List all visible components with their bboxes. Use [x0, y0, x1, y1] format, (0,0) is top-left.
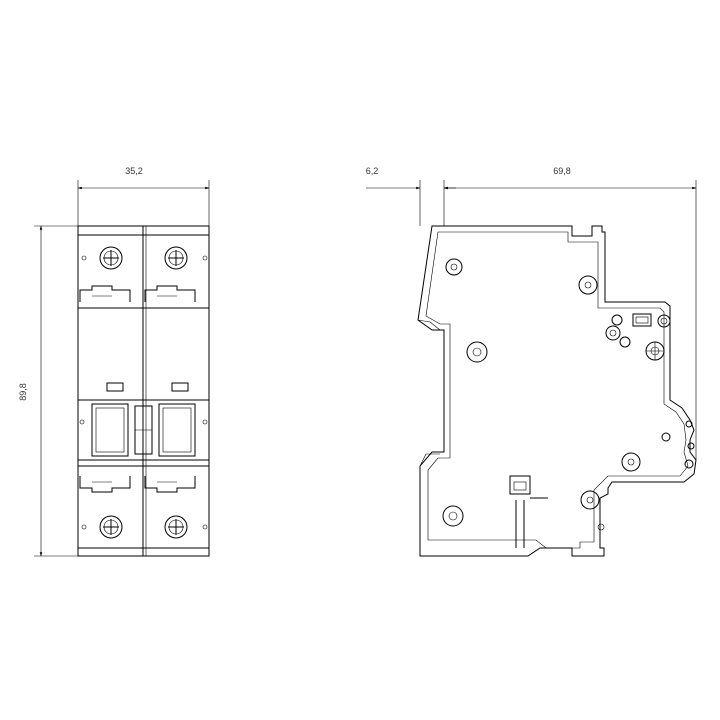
dimension-side-depth: 69,8: [443, 166, 697, 460]
top-screw-right: [164, 246, 188, 270]
top-clamp-left: [79, 285, 131, 302]
bottom-screw-right: [164, 515, 188, 539]
side-offset-label: 6,2: [366, 166, 379, 176]
bottom-clamp-left: [79, 476, 131, 493]
bottom-clamp-right: [144, 476, 196, 493]
indicator-right: [171, 382, 189, 392]
bottom-terminal-slot: [509, 475, 548, 548]
top-clamp-right: [144, 285, 196, 302]
test-button: [632, 313, 652, 327]
top-screw-left: [99, 246, 123, 270]
hole-bottom-left: [442, 505, 464, 527]
front-view: [77, 225, 210, 557]
side-view: [417, 225, 697, 557]
side-depth-label: 69,8: [553, 166, 571, 176]
side-profile-inner: [425, 231, 689, 549]
front-width-label: 35,2: [125, 166, 143, 176]
dimension-front-height: 89,8: [18, 225, 78, 557]
dimension-side-offset: 6,2: [366, 166, 456, 226]
indicator-left: [106, 382, 124, 392]
hole-mid-right: [621, 452, 641, 472]
lever-left: [91, 403, 129, 457]
hole-top-right: [578, 275, 598, 295]
side-profile-outline: [417, 225, 697, 557]
lever-right: [158, 403, 196, 457]
hole-bottom-right: [580, 490, 600, 510]
din-clip-upper: [417, 319, 441, 331]
dimension-front-width: 35,2: [77, 166, 210, 226]
mechanism-detail: [597, 313, 695, 531]
hole-center: [466, 341, 488, 363]
din-clip-lower: [419, 453, 440, 467]
bottom-screw-left: [99, 515, 123, 539]
front-height-label: 89,8: [18, 383, 28, 401]
hole-top-left: [445, 258, 463, 276]
